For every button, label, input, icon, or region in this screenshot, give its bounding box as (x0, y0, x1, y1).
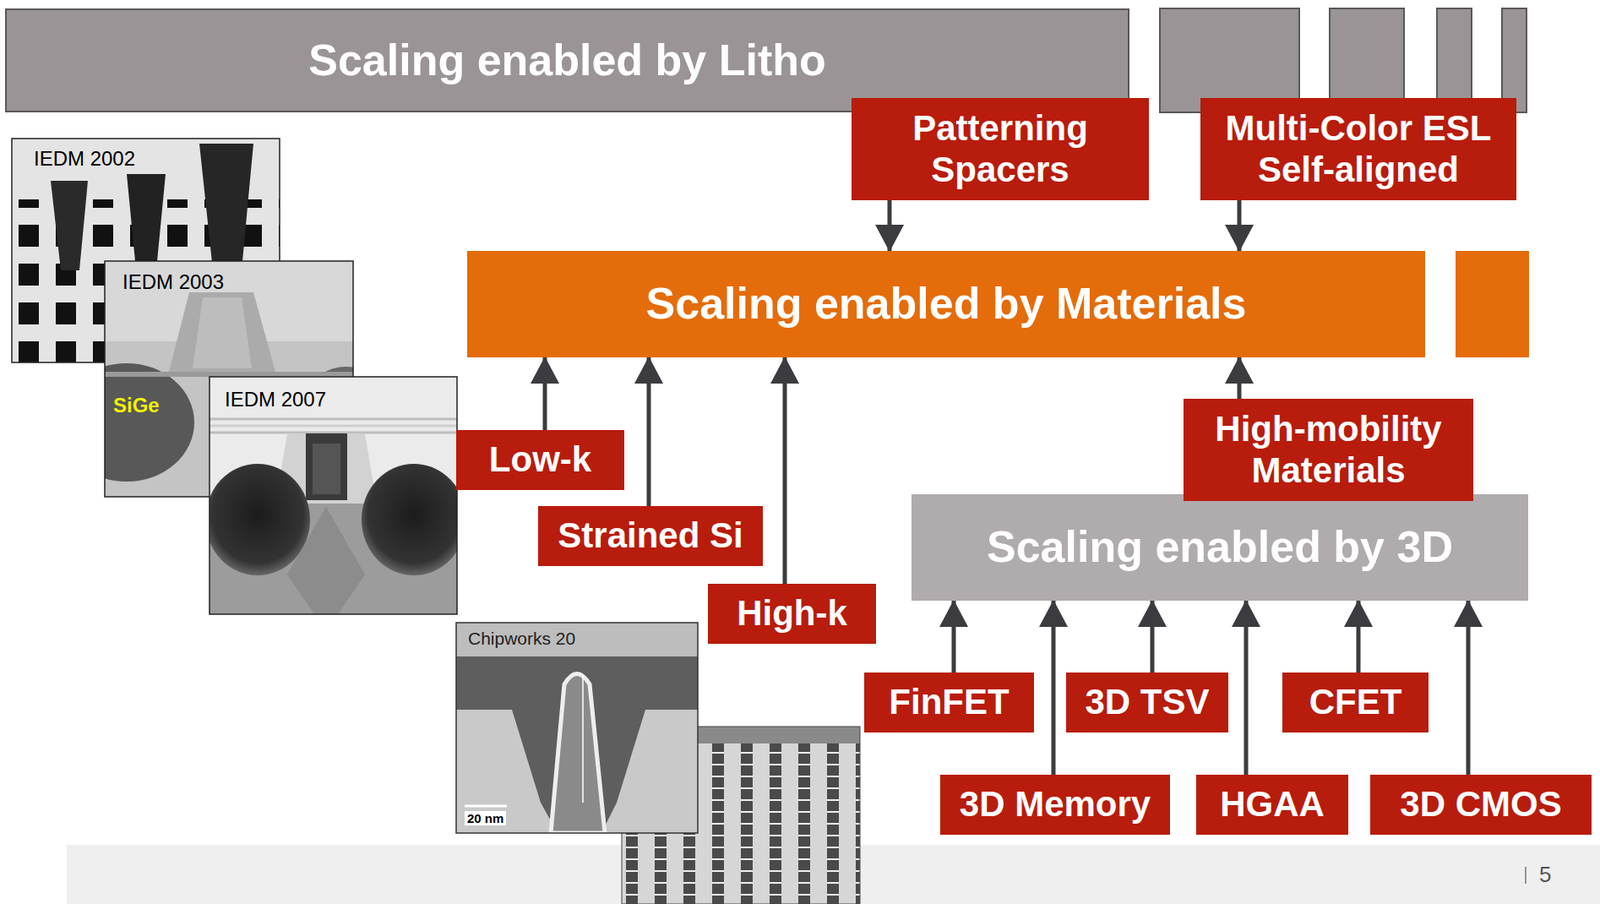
tem-photo-2007 (361, 463, 458, 576)
process-box: 3D TSV (1066, 672, 1229, 733)
chipworks-photo (456, 622, 698, 833)
tem-photo-2007 (209, 463, 311, 576)
tem-photo-2003 (168, 292, 276, 372)
box-text: Strained Si (557, 515, 743, 556)
arrow-connector (887, 200, 893, 251)
arrow-connector (783, 357, 788, 584)
chipworks-photo (456, 622, 698, 657)
chipworks-photo (456, 622, 698, 833)
arrow-connector (1356, 600, 1361, 673)
band: Scaling enabled by Materials (467, 250, 1426, 358)
process-box: Multi-Color ESL Self-aligned (1200, 97, 1517, 201)
litho-extension-blocks (1436, 8, 1472, 113)
tem-photo-2002 (199, 143, 254, 271)
page-number: 5 (1539, 863, 1552, 886)
tem-photo-2007 (209, 418, 458, 421)
litho-extension-blocks (1329, 8, 1405, 113)
box-text: Scaling enabled by Litho (308, 35, 827, 87)
tem-photo-2007 (287, 506, 365, 615)
photo-caption: IEDM 2003 (122, 272, 224, 293)
process-box: High-mobility Materials (1183, 398, 1474, 501)
chipworks-photo (550, 674, 605, 834)
box-text: CFET (1309, 681, 1403, 723)
photo-caption: IEDM 2007 (224, 389, 327, 410)
tem-photo-2007 (209, 424, 458, 428)
arrow-connector (1237, 200, 1242, 251)
process-box: Low-k (456, 429, 625, 490)
litho-extension-blocks (1159, 8, 1300, 113)
process-box: 3D CMOS (1370, 774, 1592, 835)
tem-photo-2003 (104, 363, 195, 482)
photo-frame (209, 376, 458, 615)
box-text: Low-k (489, 439, 592, 480)
page-separator (1524, 866, 1527, 884)
chipworks-photo (456, 709, 558, 833)
box-text: 3D CMOS (1399, 783, 1562, 825)
process-box: HGAA (1196, 774, 1349, 835)
box-text: Multi-Color ESL Self-aligned (1210, 108, 1507, 191)
tem-photo-2007 (305, 433, 348, 501)
tem-photo-2007 (312, 443, 341, 495)
tem-photo-2007 (209, 376, 458, 615)
arrow-connector (1237, 357, 1242, 399)
chipworks-photo (464, 805, 507, 808)
materials-extension-block (1455, 250, 1530, 358)
arrow-connector (1244, 600, 1249, 775)
litho-extension-blocks (1159, 8, 1527, 113)
tem-photo-2003 (104, 371, 354, 377)
band: Scaling enabled by 3D (911, 494, 1529, 601)
region-label: SiGe (113, 395, 160, 416)
scale-bar-label: 20 nm (464, 810, 507, 826)
box-text: HGAA (1219, 783, 1325, 825)
chipworks-photo (582, 675, 584, 803)
box-text: 3D TSV (1084, 681, 1209, 723)
box-text: FinFET (888, 681, 1009, 723)
chipworks-photo (601, 709, 698, 833)
box-text: Scaling enabled by Materials (646, 278, 1247, 330)
box-text: High-mobility Materials (1193, 408, 1464, 491)
process-box: FinFET (864, 672, 1035, 733)
process-box: CFET (1282, 672, 1429, 733)
arrow-connector (647, 357, 652, 507)
box-text: 3D Memory (959, 783, 1151, 825)
box-text: Patterning Spacers (861, 108, 1139, 191)
litho-extension-blocks (1502, 8, 1527, 113)
arrow-connector (1150, 600, 1155, 673)
tem-photo-2002 (50, 180, 88, 271)
box-text: High-k (736, 593, 848, 634)
arrow-connector (1466, 600, 1471, 775)
box-text: Scaling enabled by 3D (986, 522, 1454, 573)
process-box: 3D Memory (940, 774, 1171, 835)
photo-caption: Chipworks 20 (468, 629, 576, 648)
arrow-connector (1051, 600, 1056, 775)
process-box: Patterning Spacers (851, 97, 1149, 201)
process-box: Strained Si (538, 506, 763, 566)
tem-photo-2003 (192, 297, 252, 369)
band: Scaling enabled by Litho (5, 8, 1130, 113)
arrow-connector (543, 357, 548, 430)
photo-frame (456, 622, 698, 833)
photo-caption: IEDM 2002 (33, 148, 136, 169)
arrow-connector (952, 600, 957, 673)
process-box: High-k (707, 583, 877, 644)
